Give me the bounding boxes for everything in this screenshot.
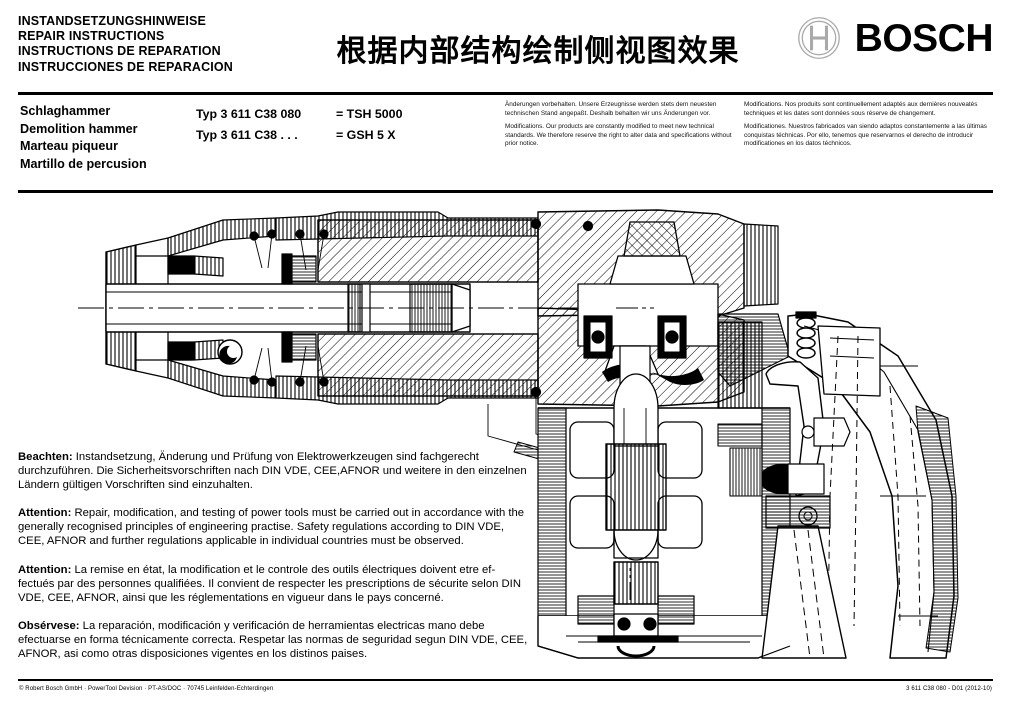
product-divider <box>18 190 993 193</box>
type-row: Typ 3 611 C38 080 = TSH 5000 <box>196 104 402 125</box>
title-fr: INSTRUCTIONS DE REPARATION <box>18 44 221 59</box>
title-de: INSTANDSETZUNGSHINWEISE <box>18 14 206 28</box>
bosch-logo: BOSCH <box>797 16 994 60</box>
note-text-es: La reparación, modificación y verificaci… <box>18 619 528 661</box>
header-divider <box>18 92 993 95</box>
note-label-en: Attention: <box>18 507 72 520</box>
safety-notes: Beachten: Instandsetzung, Änderung und P… <box>18 450 530 675</box>
type-row: Typ 3 611 C38 . . . = GSH 5 X <box>196 125 402 146</box>
note-es: Obsérvese: La reparación, modificación y… <box>18 619 530 661</box>
bosch-wordmark: BOSCH <box>854 16 994 60</box>
disclaimer-en: Modifications. Our products are constant… <box>505 123 732 148</box>
type-number: Typ 3 611 C38 080 <box>196 107 302 121</box>
footer-document-number: 3 611 C38 080 - D01 (2012-10) <box>906 686 992 692</box>
type-number: Typ 3 611 C38 . . . <box>196 128 298 142</box>
product-name-de: Schlaghammer <box>20 104 111 118</box>
disclaimer-french-spanish: Modifications. Nos produits sont continu… <box>744 101 994 154</box>
title-es: INSTRUCCIONES DE REPARACION <box>18 59 233 74</box>
product-type-numbers: Typ 3 611 C38 080 = TSH 5000 Typ 3 611 C… <box>196 104 402 146</box>
page-header: INSTANDSETZUNGSHINWEISE REPAIR INSTRUCTI… <box>18 10 994 88</box>
footer-divider <box>18 679 993 682</box>
disclaimer-fr: Modifications. Nos produits sont continu… <box>744 101 978 117</box>
note-label-de: Beachten: <box>18 451 73 463</box>
note-text-en: Repair, modification, and testing of pow… <box>18 507 525 548</box>
disclaimer-es: Modificationes. Nuestros fabricados van … <box>744 123 987 148</box>
disclaimer-de: Änderungen vorbehalten. Unsere Erzeugnis… <box>505 101 717 117</box>
note-en: Attention: Repair, modification, and tes… <box>18 506 530 548</box>
bosch-armature-icon <box>797 17 840 59</box>
product-names: Schlaghammer Demolition hammer Marteau p… <box>20 103 147 173</box>
note-text-fr: La remise en état, la modification et le… <box>18 563 521 604</box>
product-name-es: Martillo de percusion <box>20 156 147 171</box>
product-name-fr: Marteau piqueur <box>20 139 118 154</box>
note-de: Beachten: Instandsetzung, Änderung und P… <box>18 450 530 492</box>
disclaimer-german-english: Änderungen vorbehalten. Unsere Erzeugnis… <box>505 101 733 154</box>
title-en: REPAIR INSTRUCTIONS <box>18 29 165 44</box>
technical-drawing <box>18 196 993 674</box>
document-title-block: INSTANDSETZUNGSHINWEISE REPAIR INSTRUCTI… <box>18 14 233 75</box>
type-equivalent: = TSH 5000 <box>336 107 403 121</box>
product-name-en: Demolition hammer <box>20 121 138 136</box>
footer-copyright: © Robert Bosch GmbH · PowerTool Devision… <box>19 686 274 692</box>
note-label-fr: Attention: <box>18 563 72 576</box>
hammer-cross-section-svg <box>78 209 959 659</box>
note-text-de: Instandsetzung, Änderung und Prüfung von… <box>18 451 527 492</box>
type-equivalent: = GSH 5 X <box>336 128 396 142</box>
note-label-es: Obsérvese: <box>18 619 80 632</box>
chinese-title: 根据内部结构绘制侧视图效果 <box>336 34 740 69</box>
note-fr: Attention: La remise en état, la modific… <box>18 563 530 605</box>
